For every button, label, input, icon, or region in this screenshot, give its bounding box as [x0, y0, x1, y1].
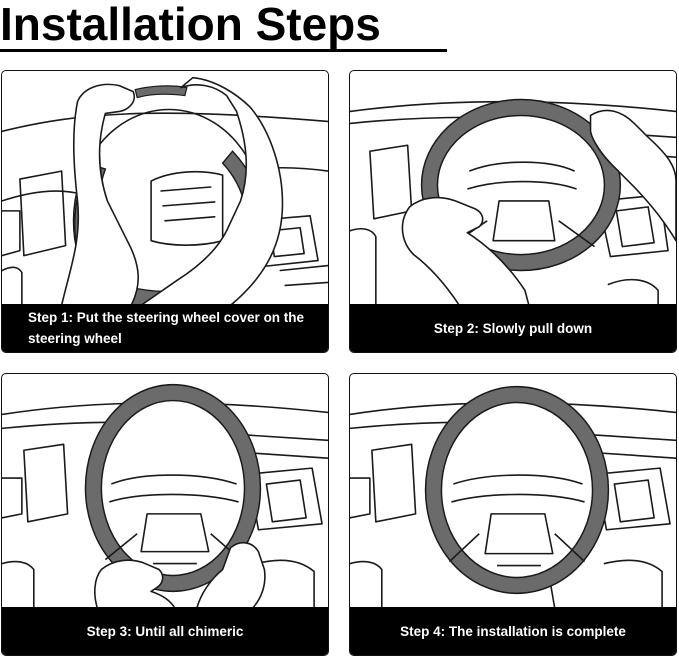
step-3-illustration: [2, 383, 328, 609]
step-3-caption: Step 3: Until all chimeric: [2, 607, 328, 655]
step-1-caption: Step 1: Put the steering wheel cover on …: [2, 304, 328, 352]
page-title: Installation Steps: [0, 0, 381, 50]
step-4-caption: Step 4: The installation is complete: [350, 607, 676, 655]
step-3-panel: Step 3: Until all chimeric: [1, 373, 329, 656]
step-2-caption: Step 2: Slowly pull down: [350, 304, 676, 352]
step-4-panel: Step 4: The installation is complete: [349, 373, 677, 656]
step-1-illustration: [2, 76, 328, 306]
title-underline: [0, 49, 447, 52]
step-4-illustration: [350, 385, 676, 609]
step-2-illustration: [350, 98, 676, 306]
step-2-panel: Step 2: Slowly pull down: [349, 70, 677, 353]
step-1-panel: Step 1: Put the steering wheel cover on …: [1, 70, 329, 353]
